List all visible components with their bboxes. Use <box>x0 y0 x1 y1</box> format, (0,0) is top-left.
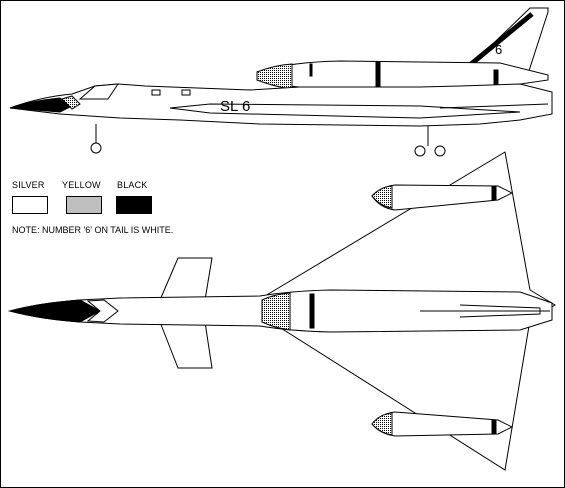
wing-line-side <box>169 103 521 119</box>
main-gear-wheel-2 <box>434 145 446 157</box>
legend-label-yellow: YELLOW <box>62 180 101 190</box>
engine-pod-top-yellow <box>371 185 393 209</box>
legend-label-black: BLACK <box>117 180 148 190</box>
window-2 <box>181 89 191 96</box>
cockpit-canopy <box>78 83 119 100</box>
main-gear-wheel-1 <box>414 145 426 157</box>
engine-pod-top-band <box>491 185 497 201</box>
tail-number: 6 <box>495 42 502 57</box>
exhaust-line <box>439 103 549 109</box>
top-view <box>8 151 556 471</box>
nose-top-black <box>8 299 102 323</box>
side-view: SL 6 6 <box>9 7 553 157</box>
nose-gear-wheel <box>90 142 102 154</box>
engine-pod-bottom-band <box>491 419 497 435</box>
legend-label-silver: SILVER <box>12 180 45 190</box>
exhaust-top <box>459 304 541 318</box>
tail-number-note: NOTE: NUMBER '6' ON TAIL IS WHITE. <box>12 225 174 235</box>
intake-top-yellow <box>261 292 291 331</box>
window-1 <box>151 89 161 96</box>
nacelle-intake-yellow <box>256 63 293 90</box>
nose-yellow <box>61 95 81 110</box>
legend-swatch-silver <box>12 196 48 214</box>
canard-left <box>159 257 213 301</box>
nacelle-marker <box>309 63 313 77</box>
fuselage-band <box>309 293 315 329</box>
legend-swatch-yellow <box>66 196 102 214</box>
engine-pod-bottom-yellow <box>371 412 393 436</box>
tail-fin-stripe <box>463 12 534 71</box>
cockpit-top <box>86 299 119 323</box>
nacelle-band-left <box>375 61 381 91</box>
canard-right <box>159 321 213 369</box>
registration-mark: SL 6 <box>220 98 250 115</box>
legend-swatch-black <box>116 196 152 214</box>
